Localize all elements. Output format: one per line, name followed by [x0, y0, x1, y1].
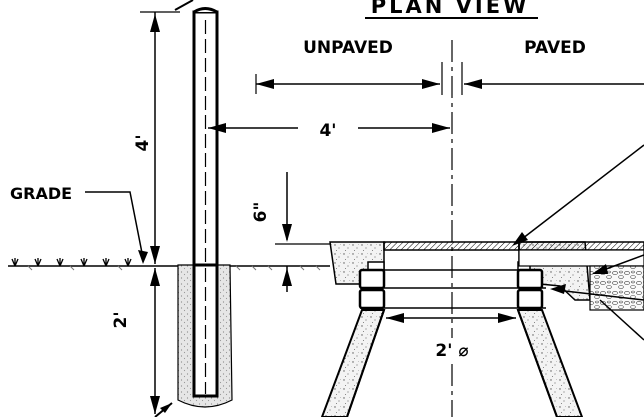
post-offset-label: 4' — [319, 121, 336, 141]
embed-depth-label: 2' — [111, 311, 131, 328]
pavement-base — [518, 249, 644, 267]
dim-diameter — [386, 313, 516, 323]
dim-unpaved-paved — [255, 74, 644, 94]
post-height-label: 4' — [133, 134, 153, 151]
riser-left-2 — [358, 288, 386, 310]
leader-arrowhead-frame — [550, 284, 566, 294]
dim-embed-depth — [150, 268, 160, 414]
riser-right-2 — [516, 288, 544, 310]
leader-arrowhead-grate — [512, 232, 528, 246]
pavement-hatch — [518, 241, 644, 251]
grade-leader-arrowhead — [138, 250, 148, 264]
cone-wall-left — [320, 309, 386, 417]
leader-top — [174, 0, 194, 11]
grass-symbols — [11, 258, 132, 267]
dim-post-height — [140, 11, 180, 264]
grate — [383, 241, 520, 251]
dim-post-offset — [208, 123, 450, 133]
leader-arrowhead-gravel — [592, 264, 608, 274]
cone-inner-right — [517, 309, 558, 417]
riser-right-1 — [516, 268, 544, 290]
diameter-label-bg — [418, 338, 488, 362]
grade-label: GRADE — [10, 184, 72, 203]
diameter-label: 2' ⌀ — [435, 341, 468, 361]
leader-bottom-arrowhead — [160, 403, 172, 413]
title: PLAN VIEW — [371, 0, 530, 18]
paved-label: PAVED — [524, 38, 586, 58]
cone-wall-right — [516, 309, 584, 417]
gap-label: 6" — [251, 202, 271, 223]
cone-inner-left — [346, 309, 385, 417]
unpaved-label: UNPAVED — [303, 38, 393, 58]
riser-left-1 — [358, 268, 386, 290]
soil-ticks — [27, 265, 321, 271]
grade-leader — [85, 191, 144, 259]
